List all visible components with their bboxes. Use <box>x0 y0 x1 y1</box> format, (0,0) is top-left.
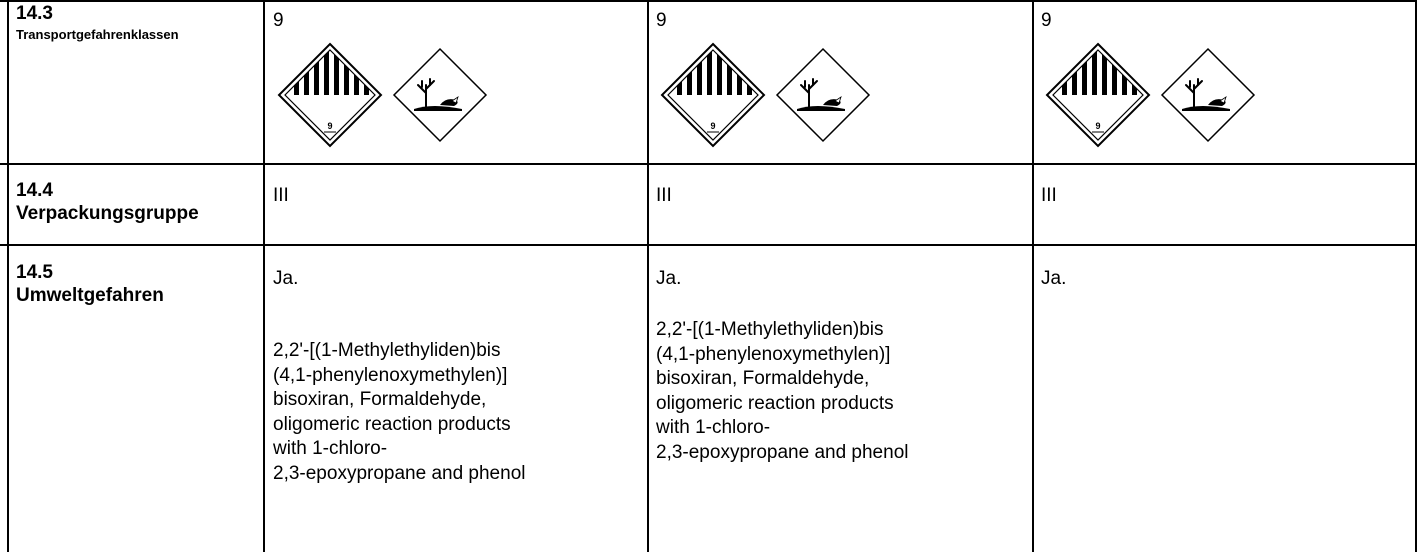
packing-group-value: III <box>656 185 672 206</box>
substance-line: 2,2'-[(1-Methylethyliden)bis <box>656 319 884 340</box>
substance-line: (4,1-phenylenoxymethylen)] <box>273 364 508 386</box>
environmental-hazard-answer: Ja. <box>1041 268 1067 289</box>
label-class-digit: 9 <box>710 121 715 131</box>
packing-group-value: III <box>1041 185 1057 206</box>
section-number: 14.3 <box>16 3 53 24</box>
substance-line: bisoxiran, Formaldehyde, <box>656 368 870 389</box>
section-title: Transportgefahrenklassen <box>16 27 179 42</box>
class-value: 9 <box>1041 10 1052 31</box>
substance-line: 2,3-epoxypropane and phenol <box>273 462 526 484</box>
environmental-hazard-answer: Ja. <box>273 268 299 289</box>
substance-line: 2,2'-[(1-Methylethyliden)bis <box>273 340 501 361</box>
hazardous-substances-text: 2,2'-[(1-Methylethyliden)bis (4,1-phenyl… <box>273 339 643 486</box>
environmental-hazard-icon <box>1160 47 1256 143</box>
label-class-digit: 9 <box>1095 121 1100 131</box>
section-number: 14.5 <box>16 262 53 283</box>
section-header-14-4: 14.4 Verpackungsgruppe <box>16 179 261 225</box>
table-border-top <box>0 0 1417 2</box>
class-9-hazard-icon: 9 <box>1044 41 1152 149</box>
substance-line: oligomeric reaction products <box>656 392 894 414</box>
section-title: Verpackungsgruppe <box>16 203 199 224</box>
environmental-hazard-icon <box>775 47 871 143</box>
hazard-labels: 9 <box>276 41 488 149</box>
section-title: Umweltgefahren <box>16 285 164 306</box>
hazardous-substances-text: 2,2'-[(1-Methylethyliden)bis (4,1-phenyl… <box>656 318 1026 465</box>
col-divider <box>263 0 265 552</box>
substance-line: 2,3-epoxypropane and phenol <box>656 441 909 463</box>
substance-line: with 1-chloro- <box>273 438 388 459</box>
class-value: 9 <box>273 10 284 31</box>
row-divider <box>0 163 1417 165</box>
col-divider <box>7 0 9 552</box>
hazard-labels: 9 <box>659 41 871 149</box>
substance-line: with 1-chloro- <box>656 417 771 438</box>
hazard-labels: 9 <box>1044 41 1256 149</box>
col-divider <box>647 0 649 552</box>
substance-line: bisoxiran, Formaldehyde, <box>273 389 487 410</box>
section-header-14-5: 14.5 Umweltgefahren <box>16 261 261 307</box>
section-number: 14.4 <box>16 180 53 201</box>
class-value: 9 <box>656 10 667 31</box>
row-divider <box>0 244 1417 246</box>
section-header-14-3: 14.3 Transportgefahrenklassen <box>16 3 261 43</box>
class-9-hazard-icon: 9 <box>276 41 384 149</box>
col-divider <box>1032 0 1034 552</box>
label-class-digit: 9 <box>327 121 332 131</box>
packing-group-value: III <box>273 185 289 206</box>
col-divider <box>1415 0 1417 552</box>
environmental-hazard-icon <box>392 47 488 143</box>
class-9-hazard-icon: 9 <box>659 41 767 149</box>
substance-line: oligomeric reaction products <box>273 413 511 435</box>
substance-line: (4,1-phenylenoxymethylen)] <box>656 343 891 365</box>
environmental-hazard-answer: Ja. <box>656 268 682 289</box>
